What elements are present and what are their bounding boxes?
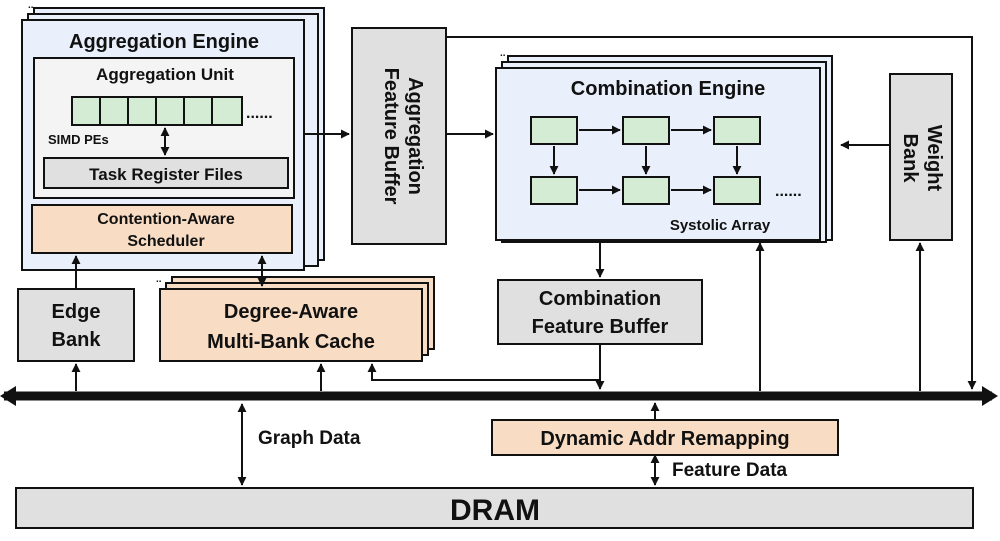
svg-text:Bank: Bank	[899, 134, 921, 184]
svg-text:Feature Buffer: Feature Buffer	[380, 68, 402, 205]
svg-text:..: ..	[28, 0, 34, 11]
svg-text:Task Register Files: Task Register Files	[89, 165, 243, 184]
svg-text:Degree-Aware: Degree-Aware	[224, 301, 358, 323]
svg-text:Edge: Edge	[52, 301, 101, 323]
simd-pes-label: SIMD PEs	[48, 132, 109, 147]
combination-engine-title: Combination Engine	[571, 78, 765, 100]
dynamic-addr-remapping: Dynamic Addr Remapping	[491, 419, 839, 456]
degree-aware-cache: .. Degree-Aware Multi-Bank Cache	[156, 274, 435, 362]
system-bus	[0, 386, 998, 406]
svg-text:Scheduler: Scheduler	[127, 233, 204, 250]
svg-text:Weight: Weight	[923, 125, 945, 192]
svg-text:Multi-Bank Cache: Multi-Bank Cache	[207, 331, 375, 353]
aggregation-feature-buffer: Aggregation Feature Buffer	[351, 27, 447, 245]
edge-bank: Edge Bank	[17, 288, 135, 362]
svg-text:Feature Buffer: Feature Buffer	[532, 316, 669, 338]
connectors	[71, 36, 977, 486]
svg-text:Aggregation: Aggregation	[404, 77, 426, 195]
aggregation-unit-title: Aggregation Unit	[96, 65, 234, 84]
systolic-ellipsis: ......	[775, 183, 802, 200]
aggregation-engine-title: Aggregation Engine	[69, 31, 259, 53]
combination-feature-buffer: Combination Feature Buffer	[497, 279, 703, 345]
aggregation-engine: .. Aggregation Engine Aggregation Unit .…	[21, 0, 325, 271]
combination-engine: .. Combination Engine ...... Systolic Ar…	[495, 48, 833, 243]
weight-bank: Weight Bank	[889, 73, 953, 241]
task-register-files	[43, 157, 289, 189]
feature-data-label: Feature Data	[672, 460, 788, 481]
simd-ellipsis: ......	[246, 105, 273, 122]
svg-text:..: ..	[156, 274, 162, 285]
systolic-array	[530, 116, 761, 205]
graph-data-label: Graph Data	[258, 428, 361, 449]
svg-text:DRAM: DRAM	[450, 494, 540, 527]
svg-text:Combination: Combination	[539, 288, 661, 310]
contention-aware-scheduler	[31, 204, 293, 254]
svg-text:Contention-Aware: Contention-Aware	[97, 211, 235, 228]
systolic-array-label: Systolic Array	[670, 217, 771, 234]
svg-text:..: ..	[500, 48, 506, 59]
svg-text:Dynamic Addr Remapping: Dynamic Addr Remapping	[540, 428, 789, 450]
dram: DRAM	[15, 487, 974, 529]
simd-pe-row	[71, 96, 243, 126]
svg-text:Bank: Bank	[52, 329, 102, 351]
